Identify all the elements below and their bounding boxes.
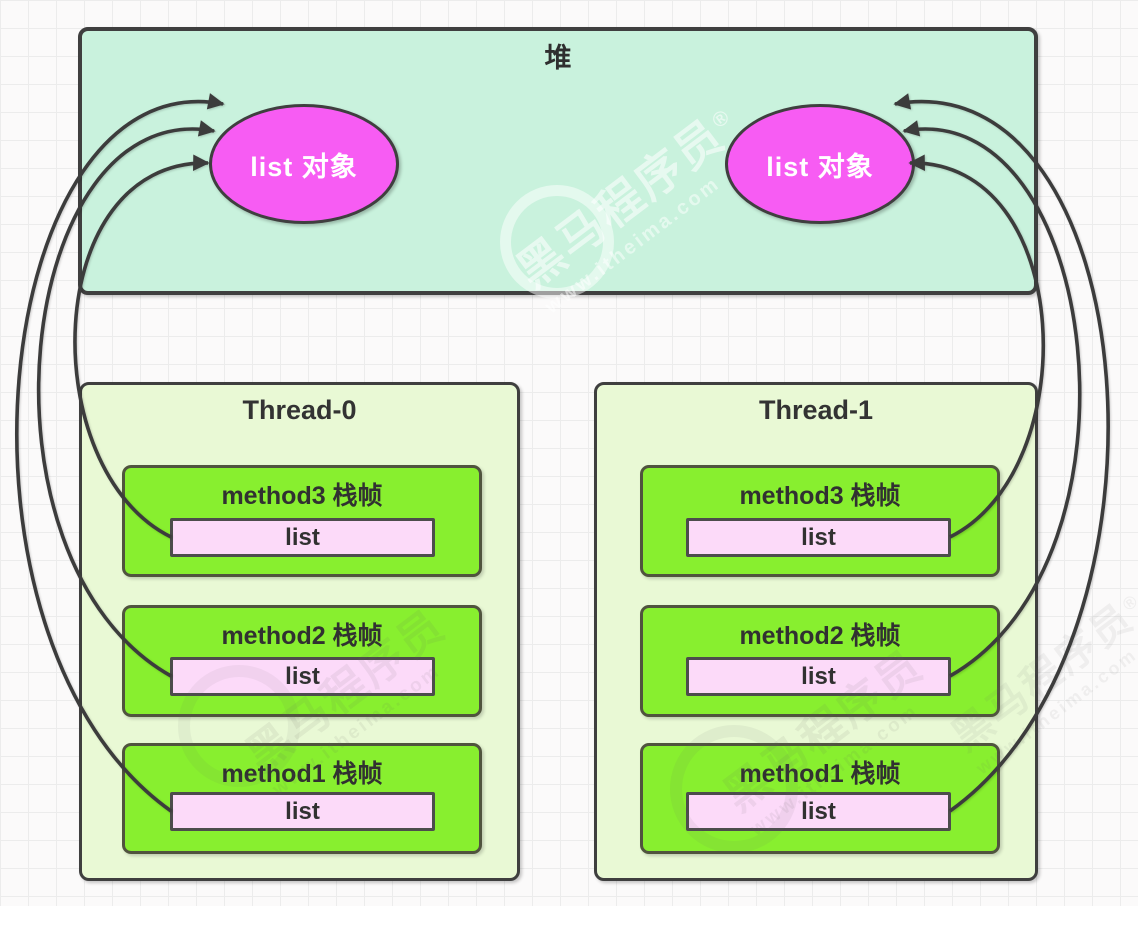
heap-title: 堆 <box>544 43 572 73</box>
thread-0-method2-var-list: list <box>170 657 435 696</box>
thread-0-method3-var-list: list <box>170 518 435 557</box>
thread-1-title: Thread-1 <box>758 395 874 425</box>
thread-1-method3-var-list: list <box>686 518 951 557</box>
bottom-margin <box>0 906 1138 934</box>
thread-0-method1-var-list: list <box>170 792 435 831</box>
frame-label: method2 栈帧 <box>221 622 383 650</box>
thread-1-method1-var-list: list <box>686 792 951 831</box>
thread-0-title: Thread-0 <box>242 395 357 425</box>
heap-object-list-left: list 对象 <box>209 104 399 224</box>
frame-label: method1 栈帧 <box>221 760 383 788</box>
thread-1-method2-var-list: list <box>686 657 951 696</box>
frame-label: method3 栈帧 <box>739 482 901 510</box>
frame-label: method1 栈帧 <box>739 760 901 788</box>
frame-label: method3 栈帧 <box>221 482 383 510</box>
heap-object-label: list 对象 <box>766 151 874 182</box>
frame-label: method2 栈帧 <box>739 622 901 650</box>
heap-object-label: list 对象 <box>250 151 358 182</box>
heap-object-list-right: list 对象 <box>725 104 915 224</box>
